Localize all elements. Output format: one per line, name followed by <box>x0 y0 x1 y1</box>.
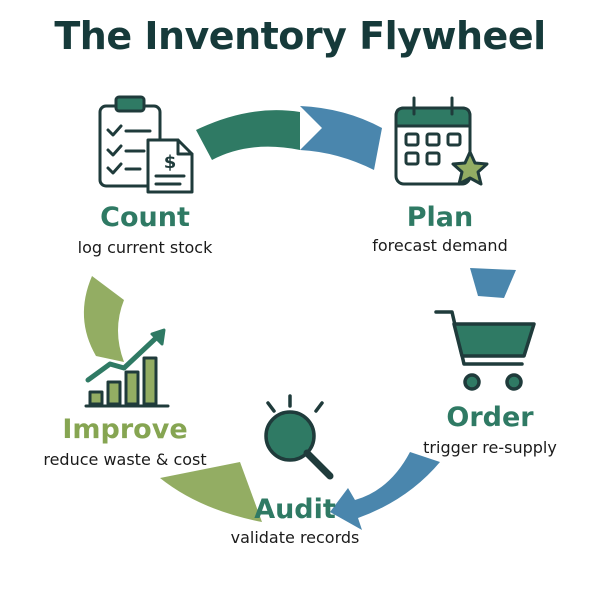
arrow-count-to-plan-head <box>300 106 382 170</box>
stage-improve-description: reduce waste & cost <box>43 450 207 469</box>
stage-order-description: trigger re-supply <box>423 438 557 457</box>
stage-order-label: Order <box>446 402 534 433</box>
growth-bar-chart-icon <box>84 328 170 408</box>
arrow-improve-to-count <box>83 276 124 362</box>
arrow-plan-to-order <box>470 268 516 298</box>
stage-audit-label: Audit <box>254 494 336 525</box>
magnifying-glass-icon <box>264 394 334 480</box>
stage-audit-description: validate records <box>230 528 360 547</box>
stage-count-description: log current stock <box>77 238 213 257</box>
diagram-title: The Inventory Flywheel <box>54 14 546 58</box>
clipboard-checklist-invoice-icon <box>98 95 194 194</box>
stage-improve-label: Improve <box>62 414 188 445</box>
calendar-star-icon <box>394 96 489 186</box>
dollar-sign: $ <box>164 152 177 173</box>
stage-plan-description: forecast demand <box>372 236 508 255</box>
stage-count-label: Count <box>100 202 190 233</box>
shopping-cart-icon <box>434 310 536 391</box>
stage-plan-label: Plan <box>406 202 474 233</box>
arrow-count-to-plan <box>196 110 300 160</box>
arrow-order-to-audit <box>330 452 440 530</box>
arrow-audit-to-improve <box>160 462 262 522</box>
